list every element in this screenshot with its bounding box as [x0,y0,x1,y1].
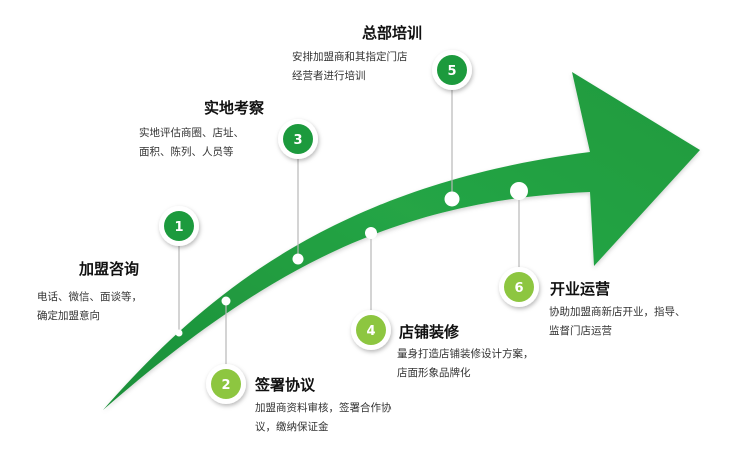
arrow-dots [175,182,528,337]
badge-4 [351,310,391,350]
dot-6 [510,182,528,200]
step-6-description: 协助加盟商新店开业，指导、 监督门店运营 [549,303,686,341]
step-2-desc-line-1: 加盟商资料审核，签署合作协 [255,402,392,414]
step-5-title: 总部培训 [362,24,423,42]
step-3-description: 实地评估商圈、店址、 面积、陈列、人员等 [139,124,244,162]
step-2-title: 签署协议 [255,376,316,394]
badge-number-6: 6 [514,281,523,296]
step-2-description: 加盟商资料审核，签署合作协 议，缴纳保证金 [255,399,392,437]
step-1-title: 加盟咨询 [79,260,140,278]
dot-1 [175,329,183,337]
badge-number-1: 1 [174,220,183,235]
step-4-description: 量身打造店铺装修设计方案， 店面形象品牌化 [397,345,534,383]
dot-4 [365,227,377,239]
step-3-desc-line-1: 实地评估商圈、店址、 [139,127,244,139]
dot-3 [292,253,304,265]
step-5-description: 安排加盟商和其指定门店 经营者进行培训 [292,48,408,86]
badge-number-3: 3 [293,133,302,148]
step-5-desc-line-2: 经营者进行培训 [292,70,366,82]
dot-5 [444,191,460,207]
step-6-desc-line-2: 监督门店运营 [549,325,612,337]
badge-number-5: 5 [447,64,456,79]
step-3-desc-line-2: 面积、陈列、人员等 [139,146,234,158]
step-4-title: 店铺装修 [399,323,460,341]
connector-lines [178,88,520,366]
step-1-desc-line-2: 确定加盟意向 [37,310,100,322]
step-3-title: 实地考察 [204,99,265,117]
badge-3 [278,119,318,159]
step-6-desc-line-1: 协助加盟商新店开业，指导、 [549,306,686,318]
badge-number-2: 2 [221,378,230,393]
step-5-desc-line-1: 安排加盟商和其指定门店 [292,51,408,63]
badge-number-4: 4 [366,324,375,339]
badge-2 [206,364,246,404]
step-4-desc-line-1: 量身打造店铺装修设计方案， [397,348,534,360]
step-1-description: 电话、微信、面谈等， 确定加盟意向 [37,288,142,326]
step-6-title: 开业运营 [550,280,611,298]
dot-2 [221,296,231,306]
badge-5 [432,50,472,90]
badge-6 [499,267,539,307]
badge-1 [159,206,199,246]
step-4-desc-line-2: 店面形象品牌化 [397,367,471,379]
step-2-desc-line-2: 议，缴纳保证金 [255,421,329,433]
step-1-desc-line-1: 电话、微信、面谈等， [37,291,142,303]
